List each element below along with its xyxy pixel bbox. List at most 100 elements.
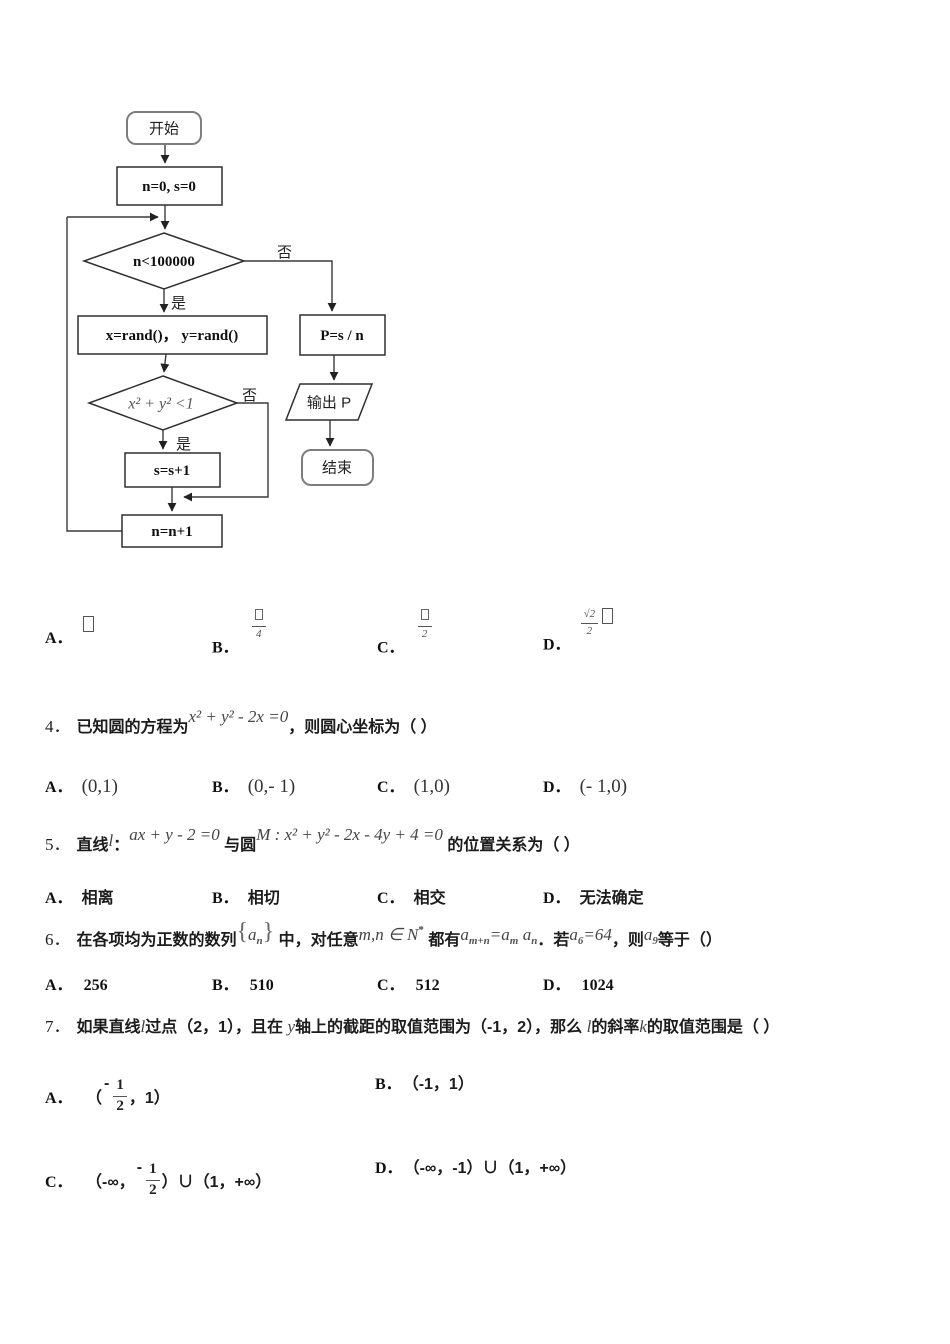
q6-choice-d: D． 1024: [543, 971, 614, 995]
math-subscript: m: [509, 935, 519, 947]
flowchart-decision1-node: [81, 232, 247, 290]
q7-choice-d: D．（-∞，-1）∪（1，+∞）: [375, 1154, 576, 1178]
q3-choice-b: B． 4: [212, 609, 266, 658]
choice-label: B．: [375, 1076, 402, 1093]
flowchart-rand-node: [77, 315, 268, 355]
q4-choice-d: D．(- 1,0): [543, 773, 627, 798]
fraction-numerator: √2: [580, 608, 599, 624]
stem-text: 在各项均为正数的数列: [76, 932, 237, 949]
choice-label: A．: [45, 630, 73, 647]
missing-glyph-box: [420, 609, 429, 620]
math-relation: am+n=am an: [460, 925, 537, 947]
math-variable: a: [248, 925, 257, 944]
flow-loop-line: [66, 217, 122, 532]
math-variable: l: [586, 1017, 592, 1036]
interval-start: （-∞，: [86, 1173, 135, 1191]
question-5-stem: 5．直线l：ax + y - 2 =0 与圆M : x² + y² - 2x -…: [45, 825, 580, 856]
question-6-stem: 6．在各项均为正数的数列{an} 中，对任意m,n ∈ N* 都有am+n=am…: [45, 920, 722, 956]
stem-text: 的位置关系为（ ）: [447, 837, 580, 854]
choice-value: (1,0): [413, 776, 450, 797]
stem-text: 轴上的截距的取值范围为（-1，2），那么: [295, 1019, 587, 1036]
choice-label: A．: [45, 779, 73, 796]
math-variable: y: [287, 1017, 296, 1036]
fraction-numerator: [251, 608, 266, 627]
choice-label: B．: [212, 779, 239, 796]
question-number: 4．: [45, 717, 71, 736]
q5-choice-b: B．相切: [212, 884, 280, 908]
stem-text: 等于（）: [657, 932, 722, 949]
choice-value: 1024: [581, 977, 614, 994]
fraction-denominator: 2: [149, 1181, 157, 1198]
question-number: 7．: [45, 1017, 71, 1036]
math-variable: k: [639, 1017, 647, 1036]
flowchart-incs-label: s=s+1: [154, 463, 190, 479]
choice-value: 相离: [81, 890, 114, 907]
minus-sign: -: [104, 1074, 110, 1092]
math-subscript: 6: [577, 935, 584, 947]
q6-choices-row: A．256 B．510 C．512 D．1024: [0, 971, 950, 1017]
math-given: a6=64: [569, 925, 612, 947]
stem-text: 的取值范围是（ ）: [646, 1019, 780, 1036]
choice-label: C．: [45, 1173, 73, 1191]
flowchart-yes1-label: 是: [171, 295, 186, 312]
flowchart-figure: 开始 n=0, s=0 n<100000 否 是 x=rand()， y=ran…: [66, 111, 386, 548]
choice-value: (- 1,0): [579, 776, 628, 797]
choice-value: 510: [249, 977, 274, 994]
stem-text: ，则: [611, 932, 644, 949]
choice-label: B．: [212, 639, 239, 657]
flowchart-decision2-node: [86, 375, 240, 431]
brace-open: {: [236, 919, 249, 945]
q4-choice-c: C． (1,0): [377, 773, 450, 798]
math-subscript: 9: [652, 935, 658, 947]
stem-text: 与圆: [224, 837, 257, 854]
choice-label: C．: [377, 639, 405, 657]
missing-glyph-box: [254, 609, 263, 620]
choice-label: C．: [377, 779, 405, 796]
choice-label: A．: [45, 890, 73, 907]
question-number: 6．: [45, 930, 71, 949]
flowchart-compute-label: P=s / n: [320, 328, 364, 344]
q4-choice-b: B． (0,- 1): [212, 773, 295, 798]
math-expression: m,n ∈ N: [358, 925, 419, 944]
q7-choice-b: B．（-1，1）: [375, 1070, 474, 1094]
math-variable: a: [522, 925, 532, 944]
flowchart-end-node: [301, 449, 374, 486]
brace-close: }: [262, 919, 275, 945]
q5-choice-c: C．相交: [377, 884, 446, 908]
choice-label: B．: [212, 977, 239, 994]
math-expression: x² + y² - 2x =0: [188, 707, 289, 726]
math-variable: a: [643, 925, 653, 944]
interval-rest: ，1）: [128, 1089, 170, 1107]
flowchart-yes2-label: 是: [176, 436, 191, 453]
interval-rest: ）∪（1，+∞）: [161, 1173, 272, 1191]
fraction-numerator: 1: [146, 1161, 160, 1181]
fraction-denominator: 4: [255, 627, 262, 640]
choice-label: A．: [45, 977, 73, 994]
choice-label: D．: [543, 890, 571, 907]
math-variable: a: [569, 925, 578, 944]
choice-label: C．: [377, 977, 405, 994]
math-operator: =: [489, 925, 502, 944]
question-4-stem: 4．已知圆的方程为x² + y² - 2x =0，则圆心坐标为（ ）: [45, 707, 437, 738]
paren-open: （: [86, 1089, 103, 1107]
choice-value: 256: [83, 977, 108, 994]
flow-no1-line: [244, 260, 337, 312]
q5-choices-row: A．相离 B．相切 C．相交 D．无法确定: [0, 884, 950, 930]
flowchart-no2-label: 否: [242, 387, 257, 404]
stem-text: 过点（2，1），且在: [145, 1019, 288, 1036]
choice-value: (0,1): [81, 776, 118, 797]
math-operator: =64: [583, 925, 612, 944]
choice-label: D．: [543, 977, 571, 994]
stem-text: ，则圆心坐标为（ ）: [288, 719, 437, 736]
choice-value: (0,- 1): [247, 776, 296, 797]
choice-label: C．: [377, 890, 405, 907]
flow-no2-line: [183, 402, 269, 502]
math-subscript: m+n: [468, 935, 490, 947]
